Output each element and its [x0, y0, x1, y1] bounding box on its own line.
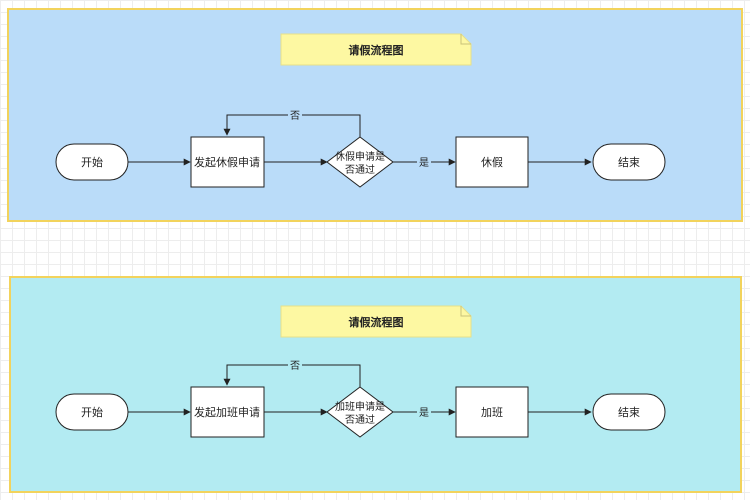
overtime-decision-line1: 加班申请是: [335, 400, 385, 413]
leave-title: 请假流程图: [349, 43, 404, 57]
leave-decision-line2: 否通过: [345, 163, 375, 176]
leave-submit-node[interactable]: 发起休假申请: [190, 136, 265, 188]
overtime-action-node[interactable]: 加班: [455, 386, 529, 438]
overtime-end-node[interactable]: 结束: [592, 393, 666, 431]
leave-title-note: 请假流程图: [280, 33, 472, 66]
leave-end-node[interactable]: 结束: [592, 143, 666, 181]
leave-flowchart: 请假流程图 开始 发起休假申请 休假申请是 否通过 否 是 休假: [55, 33, 666, 188]
overtime-submit-node[interactable]: 发起加班申请: [190, 386, 265, 438]
leave-action-label: 休假: [481, 155, 503, 169]
overtime-start-label: 开始: [81, 405, 103, 419]
overtime-no-label-bg: [288, 358, 302, 372]
overtime-action-label: 加班: [481, 406, 503, 419]
leave-yes-label-bg: [417, 155, 431, 169]
leave-no-label-bg: [288, 108, 302, 122]
overtime-flowchart: 请假流程图 开始 发起加班申请 加班申请是 否通过 否 是 加班: [55, 305, 666, 438]
overtime-decision-line2: 否通过: [345, 413, 375, 426]
overtime-yes-label: 是: [419, 407, 429, 419]
overtime-submit-label: 发起加班申请: [194, 405, 260, 419]
overtime-decision-node[interactable]: 加班申请是 否通过: [326, 386, 394, 438]
overtime-title: 请假流程图: [349, 315, 404, 329]
overtime-no-label: 否: [290, 360, 300, 372]
overtime-end-label: 结束: [618, 406, 640, 419]
leave-end-label: 结束: [618, 156, 640, 169]
leave-yes-label: 是: [419, 157, 429, 169]
overtime-start-node[interactable]: 开始: [55, 393, 129, 431]
leave-decision-line1: 休假申请是: [335, 150, 385, 163]
leave-submit-label: 发起休假申请: [194, 155, 260, 169]
leave-start-label: 开始: [81, 155, 103, 169]
overtime-yes-label-bg: [417, 405, 431, 419]
leave-start-node[interactable]: 开始: [55, 143, 129, 181]
leave-decision-node[interactable]: 休假申请是 否通过: [326, 136, 394, 188]
leave-no-label: 否: [290, 110, 300, 122]
leave-action-node[interactable]: 休假: [455, 136, 529, 188]
overtime-title-note: 请假流程图: [280, 305, 472, 338]
